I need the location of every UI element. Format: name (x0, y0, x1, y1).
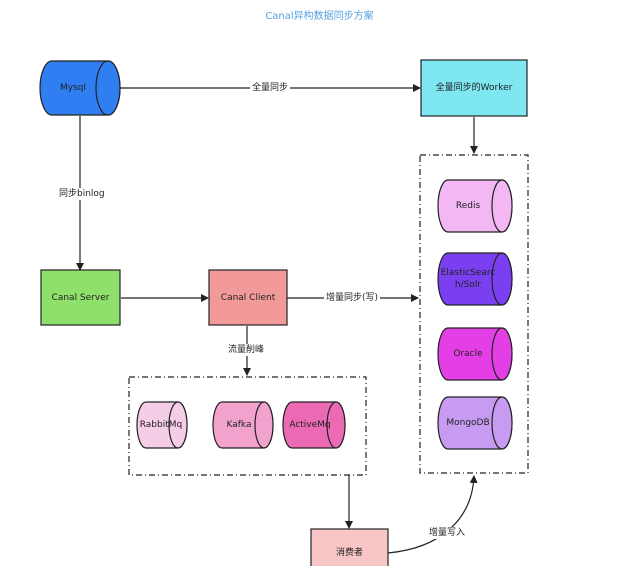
mysql-label: Mysql (60, 83, 86, 93)
oracle-label: Oracle (453, 349, 483, 359)
elasticsearch-label-line1: ElasticSearc (440, 268, 496, 278)
elasticsearch-label: ElasticSearc h/Solr (436, 253, 500, 305)
consumer-label: 消费者 (335, 548, 363, 558)
canal-server-label: Canal Server (51, 292, 110, 303)
mongodb-node (437, 396, 513, 450)
redis-node (437, 179, 513, 233)
edge-label-traffic-shaving: 流量削峰 (226, 344, 267, 356)
consumer-node (310, 528, 389, 566)
mysql-node (39, 60, 121, 116)
kafka-label: Kafka (226, 420, 252, 430)
edge-label-incremental-write: 增量写入 (427, 527, 468, 539)
rabbitmq-label: RabbitMq (139, 420, 183, 430)
edge-label-sync-binlog: 同步binlog (57, 188, 107, 200)
canal-client-label: Canal Client (220, 292, 276, 303)
diagram-title: Canal异构数据同步方案 (265, 11, 374, 22)
canal-server-node (40, 269, 121, 326)
worker-label: 全量同步的Worker (435, 83, 513, 93)
activemq-node (282, 401, 346, 449)
kafka-node (212, 401, 274, 449)
rabbitmq-node (136, 401, 188, 449)
redis-label: Redis (455, 201, 481, 211)
activemq-label: ActiveMq (289, 420, 331, 430)
elasticsearch-node (437, 252, 513, 306)
worker-node (420, 59, 528, 117)
canal-client-node (208, 269, 288, 326)
elasticsearch-label-line2: h/Solr (454, 280, 482, 290)
storage-group-box (419, 154, 529, 474)
mq-group-box (128, 376, 367, 476)
oracle-node (437, 327, 513, 381)
edge-consumer-storage (387, 475, 478, 554)
edge-label-incremental-sync: 增量同步(写) (324, 292, 381, 304)
mongodb-label: MongoDB (446, 418, 490, 428)
edge-label-full-sync: 全量同步 (250, 82, 291, 94)
